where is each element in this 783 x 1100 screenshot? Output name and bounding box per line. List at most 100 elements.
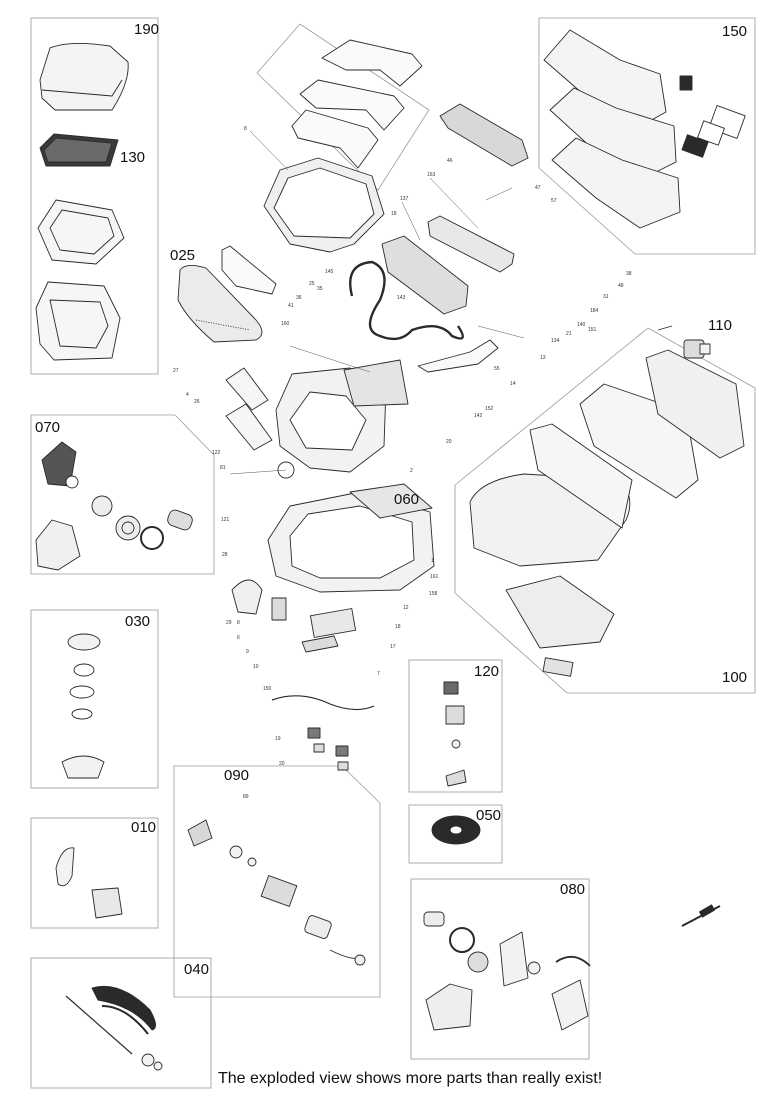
part-number: 13	[540, 355, 546, 361]
part-number: 47	[535, 185, 541, 191]
part-number: 57	[551, 198, 557, 204]
side-brush-040	[91, 985, 156, 1031]
part-number: 122	[212, 450, 221, 456]
group-label-090: 090	[224, 767, 250, 784]
wire-harness	[349, 260, 464, 341]
part-number: 14	[510, 381, 516, 387]
part-number: 35	[317, 286, 323, 292]
part-number: 46	[447, 158, 453, 164]
part-number: 19	[275, 736, 281, 742]
part-number: 8	[244, 126, 247, 132]
group-label-130: 130	[120, 149, 146, 166]
pcb-board	[381, 235, 469, 315]
box-120	[408, 659, 503, 793]
part-number: 28	[222, 552, 228, 558]
part-number: 6	[237, 635, 240, 641]
part-number: 158	[429, 591, 438, 597]
part-number: 152	[485, 406, 494, 412]
top-frame-3	[291, 109, 379, 169]
part-number: 151	[588, 327, 597, 333]
part-number: 31	[603, 294, 609, 300]
box-050	[408, 804, 503, 864]
group-label-100: 100	[722, 669, 748, 686]
box-090	[173, 765, 381, 998]
part-number: 18	[395, 624, 401, 630]
part-number: 25	[309, 281, 315, 287]
group-label-190: 190	[134, 21, 160, 38]
part-number: 150	[263, 686, 272, 692]
part-number: 12	[403, 605, 409, 611]
part-number: 10	[253, 664, 259, 670]
charger-110	[657, 325, 711, 359]
box-190	[30, 17, 159, 375]
part-number: 140	[577, 322, 586, 328]
group-label-025: 025	[170, 247, 196, 264]
assembly-120	[443, 681, 467, 787]
part-number: 134	[551, 338, 560, 344]
group-label-120: 120	[474, 663, 500, 680]
part-number: 41	[288, 303, 294, 309]
part-number: 184	[590, 308, 599, 314]
footer-note: The exploded view shows more parts than …	[218, 1070, 603, 1087]
part-number: 27	[173, 368, 179, 374]
part-number: 26	[194, 399, 200, 405]
part-number: 20	[279, 761, 285, 767]
bumper-025	[177, 265, 263, 343]
vacuum-motor-080	[423, 911, 591, 1031]
part-number: 55	[494, 366, 500, 372]
group-label-030: 030	[125, 613, 151, 630]
part-number: 142	[474, 413, 483, 419]
box-080	[410, 878, 590, 1060]
filter-frame	[37, 199, 125, 265]
group-label-110: 110	[708, 317, 732, 334]
part-number: 137	[400, 196, 409, 202]
top-frame-1	[321, 39, 423, 87]
part-number: 163	[427, 172, 436, 178]
part-number: 143	[397, 295, 406, 301]
part-number: 145	[325, 269, 334, 275]
box-030	[30, 609, 159, 789]
group-label-150: 150	[722, 23, 748, 40]
group-label-060: 060	[394, 491, 420, 508]
box-150	[538, 17, 756, 255]
group-label-050: 050	[476, 807, 502, 824]
box-100	[454, 327, 756, 694]
part-number: 29	[226, 620, 232, 626]
part-number: 161	[430, 574, 439, 580]
group-label-070: 070	[35, 419, 61, 436]
part-number: 1	[431, 558, 434, 564]
part-number: 81	[220, 465, 226, 471]
box-top	[256, 23, 430, 191]
part-number: 38	[626, 271, 632, 277]
part-number: 20	[446, 439, 452, 445]
group-label-010: 010	[131, 819, 157, 836]
dust-bin	[35, 281, 121, 361]
motor-090	[187, 819, 213, 847]
part-number: 4	[186, 392, 189, 398]
part-number: 160	[281, 321, 290, 327]
box-040	[30, 957, 212, 1089]
part-number: 9	[246, 649, 249, 655]
group-label-040: 040	[184, 961, 210, 978]
part-number: 48	[618, 283, 624, 289]
drive-unit-070	[41, 441, 77, 487]
part-number: 8	[237, 620, 240, 626]
gearbox-030	[61, 633, 105, 779]
group-label-080: 080	[560, 881, 586, 898]
part-number: 21	[566, 331, 572, 337]
fan-050	[431, 815, 481, 845]
battery-010	[55, 847, 75, 887]
part-number: 2	[410, 468, 413, 474]
box-010	[30, 817, 159, 929]
top-frame-2	[299, 79, 405, 131]
part-number: 121	[221, 517, 230, 523]
part-number: 89	[243, 794, 249, 800]
part-number: 18	[391, 211, 397, 217]
bin-lid	[39, 43, 129, 111]
part-number: 36	[296, 295, 302, 301]
part-number: 17	[390, 644, 396, 650]
box-070	[30, 414, 215, 575]
part-number: 7	[377, 671, 380, 677]
